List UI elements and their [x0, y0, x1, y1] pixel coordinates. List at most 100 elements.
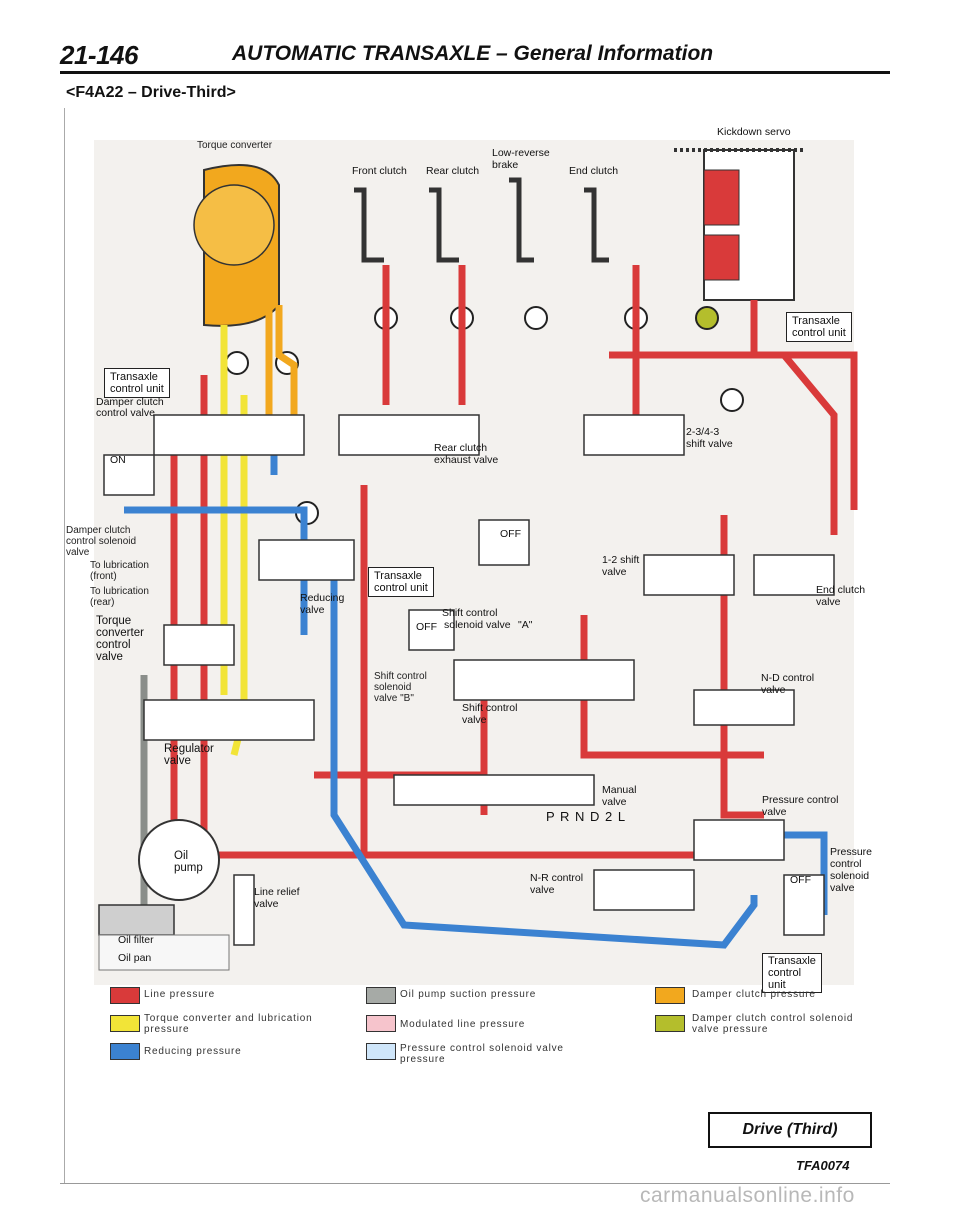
- label-manual-2: valve: [602, 796, 627, 808]
- shift-valve-2-3: [583, 414, 685, 456]
- legend-swatch-lubrication: [110, 1015, 140, 1032]
- label-end-clutch-valve-1: End clutch: [816, 584, 866, 596]
- tcu-center-line1: Transaxle: [374, 570, 422, 582]
- tcu-left-line2: control unit: [110, 383, 164, 395]
- oil-pan-body: [98, 934, 230, 971]
- label-line-relief-1: Line relief: [254, 886, 300, 898]
- label-regulator-1: Regulator: [164, 743, 214, 755]
- label-lub-rear-1: To lubrication: [90, 586, 149, 597]
- legend-swatch-damper: [655, 987, 685, 1004]
- label-damper-solenoid-1: Damper clutch: [66, 525, 131, 536]
- label-reducing-1: Reducing: [300, 592, 345, 604]
- legend-label-reducing: Reducing pressure: [144, 1046, 242, 1057]
- label-manual-1: Manual: [602, 784, 637, 796]
- label-pcs-2: control: [830, 858, 862, 870]
- label-damper-clutch-cv-2: control valve: [96, 407, 155, 419]
- orifice: [524, 306, 548, 330]
- orifice: [695, 306, 719, 330]
- shift-control-valve: [453, 659, 635, 701]
- label-oil-pan: Oil pan: [118, 952, 152, 964]
- legend-label-damper-solenoid: Damper clutch control solenoid valve pre…: [692, 1013, 854, 1035]
- tcu-bottom-line3: unit: [768, 979, 786, 991]
- label-shift-sol-a-1: Shift control: [442, 607, 498, 619]
- label-tc-control-3: control: [96, 639, 131, 651]
- tcu-right-box: Transaxle control unit: [786, 312, 852, 342]
- tcu-center-box: Transaxle control unit: [368, 567, 434, 597]
- label-front-clutch: Front clutch: [352, 165, 407, 177]
- pressure-control-solenoid-body: [783, 874, 825, 936]
- label-shift-234-1: 2-3/4-3: [686, 426, 720, 438]
- label-shift-control-2: valve: [462, 714, 487, 726]
- label-pressure-control-1: Pressure control: [762, 794, 839, 806]
- tcu-center-line2: control unit: [374, 582, 428, 594]
- label-damper-clutch-cv-1: Damper clutch: [96, 396, 164, 408]
- damper-clutch-control-valve: [153, 414, 305, 456]
- label-shift-sol-b-2: solenoid: [374, 682, 412, 693]
- label-rear-exhaust-1: Rear clutch: [434, 442, 488, 454]
- label-gear-positions: P R N D 2 L: [546, 809, 627, 824]
- line-pressure-pipe: [750, 300, 858, 510]
- tc-control-valve-body: [163, 624, 235, 666]
- label-oil-filter: Oil filter: [118, 934, 154, 946]
- legend-label-damper: Damper clutch pressure: [692, 989, 816, 1000]
- label-lub-rear-2: (rear): [90, 597, 115, 608]
- legend-swatch-suction: [366, 987, 396, 1004]
- kickdown-servo-apply: [703, 169, 740, 226]
- page-title: AUTOMATIC TRANSAXLE – General Informatio…: [232, 42, 714, 65]
- watermark: carmanualsonline.info: [640, 1184, 855, 1207]
- end-clutch-valve-body: [753, 554, 835, 596]
- damper-clutch-circuit: [265, 305, 298, 415]
- legend-label-modulated: Modulated line pressure: [400, 1019, 526, 1030]
- label-lub-front-2: (front): [90, 571, 117, 582]
- label-oil-pump-2: pump: [174, 862, 203, 874]
- label-low-reverse-brake-2: brake: [492, 159, 519, 171]
- label-low-reverse-brake-1: Low-reverse: [492, 147, 550, 159]
- oil-filter-body: [98, 904, 175, 936]
- legend-label-lubrication: Torque converter and lubrication pressur…: [144, 1013, 313, 1035]
- hydraulic-circuit-diagram: Torque converter Kickdown servo Low-reve…: [64, 115, 894, 993]
- label-on: ON: [110, 454, 126, 466]
- shift-valve-1-2: [643, 554, 735, 596]
- torque-converter-turbine: [193, 184, 275, 266]
- label-kickdown-servo: Kickdown servo: [717, 126, 791, 138]
- label-off-mid: OFF: [416, 621, 437, 633]
- label-end-clutch-valve-2: valve: [816, 596, 841, 608]
- legend-label-pcs: Pressure control solenoid valve pressure: [400, 1043, 564, 1065]
- label-shift-234-2: shift valve: [686, 438, 733, 450]
- orifice: [720, 388, 744, 412]
- shift-solenoid-a: [478, 519, 530, 566]
- nr-control-valve-body: [593, 869, 695, 911]
- legend-swatch-line: [110, 987, 140, 1004]
- end-clutch: [584, 187, 609, 263]
- label-regulator-2: valve: [164, 755, 191, 767]
- legend-swatch-reducing: [110, 1043, 140, 1060]
- label-lub-front-1: To lubrication: [90, 560, 149, 571]
- reducing-valve-body: [258, 539, 355, 581]
- legend-label-line: Line pressure: [144, 989, 215, 1000]
- regulator-valve-body: [143, 699, 315, 741]
- label-nd-control-1: N-D control: [761, 672, 815, 684]
- figure-code: TFA0074: [796, 1158, 850, 1173]
- label-nr-control-2: valve: [530, 884, 555, 896]
- line-relief-valve-body: [233, 874, 255, 946]
- label-pcs-1: Pressure: [830, 846, 873, 858]
- label-shift-sol-a-3: "A": [518, 619, 533, 631]
- nd-control-valve-body: [693, 689, 795, 726]
- damper-solenoid-body: [103, 454, 155, 496]
- tcu-bottom-box: Transaxle control unit: [762, 953, 822, 993]
- orifice: [225, 351, 249, 375]
- front-clutch: [354, 187, 384, 263]
- kickdown-servo-release: [703, 234, 740, 281]
- tcu-bottom-line2: control: [768, 967, 802, 979]
- label-rear-clutch: Rear clutch: [426, 165, 480, 177]
- label-damper-solenoid-3: valve: [66, 547, 90, 558]
- tcu-right-line1: Transaxle: [792, 315, 840, 327]
- label-damper-solenoid-2: control solenoid: [66, 536, 137, 547]
- label-torque-converter: Torque converter: [197, 140, 273, 151]
- label-shift-sol-b-3: valve "B": [374, 693, 414, 704]
- label-shift-sol-b-1: Shift control: [374, 671, 427, 682]
- pressure-control-valve-body: [693, 819, 785, 861]
- label-off-top: OFF: [500, 528, 521, 540]
- label-nr-control-1: N-R control: [530, 872, 584, 884]
- label-nd-control-2: valve: [761, 684, 786, 696]
